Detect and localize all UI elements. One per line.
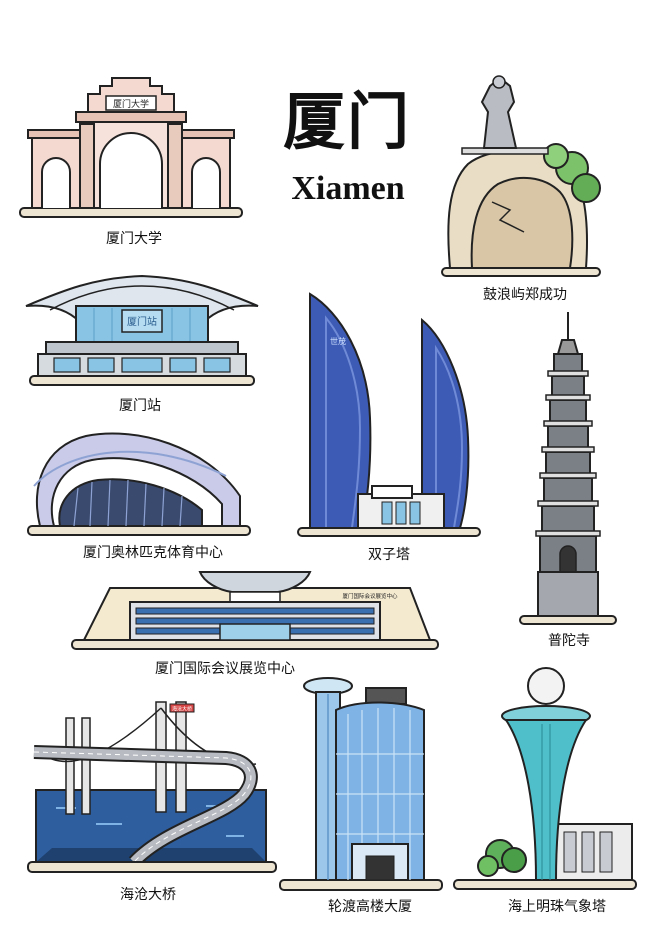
gulangyu-statue-illustration: [441, 75, 601, 277]
title-chinese: 厦门: [282, 85, 411, 158]
bridge-sign-text: 海沧大桥: [172, 706, 192, 713]
puto-temple-pagoda-illustration: [519, 312, 617, 625]
xiamen-university-gate-illustration: 厦门大学: [19, 77, 243, 218]
convention-sign-text: 厦门国际会议展览中心: [342, 592, 398, 600]
label-gulangyu-zheng-chenggong: 鼓浪屿郑成功: [483, 287, 567, 303]
label-pearl-weather-tower: 海上明珠气象塔: [508, 899, 606, 915]
lundu-building-illustration: [279, 677, 443, 891]
station-sign-text: 厦门站: [127, 315, 157, 328]
xmu-sign-text: 厦门大学: [113, 98, 149, 110]
label-haicang-bridge: 海沧大桥: [120, 887, 176, 903]
label-lundu-building: 轮渡高楼大厦: [328, 899, 412, 915]
convention-center-illustration: 厦门国际会议展览中心: [71, 571, 439, 650]
twin-towers-illustration: 世茂: [297, 292, 481, 537]
title-english: Xiamen: [291, 170, 405, 207]
label-xiamen-university: 厦门大学: [106, 231, 162, 247]
xiamen-station-illustration: 厦门站: [25, 274, 259, 386]
pearl-weather-tower-illustration: [453, 667, 637, 890]
label-xiamen-station: 厦门站: [119, 398, 161, 414]
label-olympic-sports-center: 厦门奥林匹克体育中心: [83, 545, 223, 561]
olympic-sports-center-illustration: [27, 432, 251, 536]
label-convention-center: 厦门国际会议展览中心: [155, 661, 295, 677]
haicang-bridge-illustration: 海沧大桥: [27, 701, 277, 873]
twin-towers-sign-text: 世茂: [330, 336, 346, 346]
label-twin-towers: 双子塔: [368, 547, 410, 563]
label-puto-temple: 普陀寺: [548, 633, 590, 649]
